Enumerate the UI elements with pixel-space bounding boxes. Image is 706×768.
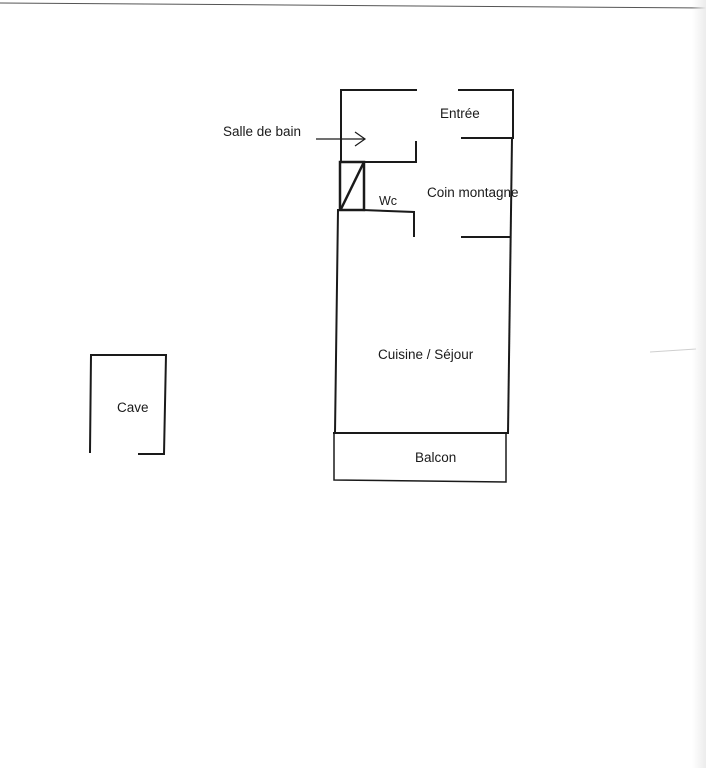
balcony-outline	[333, 432, 507, 483]
wall-wc-right	[361, 208, 415, 237]
wc-block	[338, 160, 366, 212]
wall-right	[506, 136, 514, 435]
wall-entrance	[458, 89, 514, 139]
cellar-outline	[88, 354, 168, 455]
wall-top-left	[340, 89, 417, 163]
label-entrance: Entrée	[440, 106, 480, 121]
scan-edge-shadow	[692, 0, 706, 768]
label-kitchen-living: Cuisine / Séjour	[378, 347, 474, 362]
label-balcony: Balcon	[415, 450, 457, 465]
label-cellar: Cave	[117, 400, 149, 415]
label-wc: Wc	[379, 194, 398, 208]
label-mountain-corner: Coin montagne	[427, 185, 519, 200]
label-bathroom: Salle de bain	[223, 124, 302, 139]
wall-living-left	[333, 208, 340, 435]
wc-diagonal	[339, 162, 365, 211]
scan-top-edge	[0, 2, 706, 9]
bathroom-arrow-head	[354, 131, 367, 147]
